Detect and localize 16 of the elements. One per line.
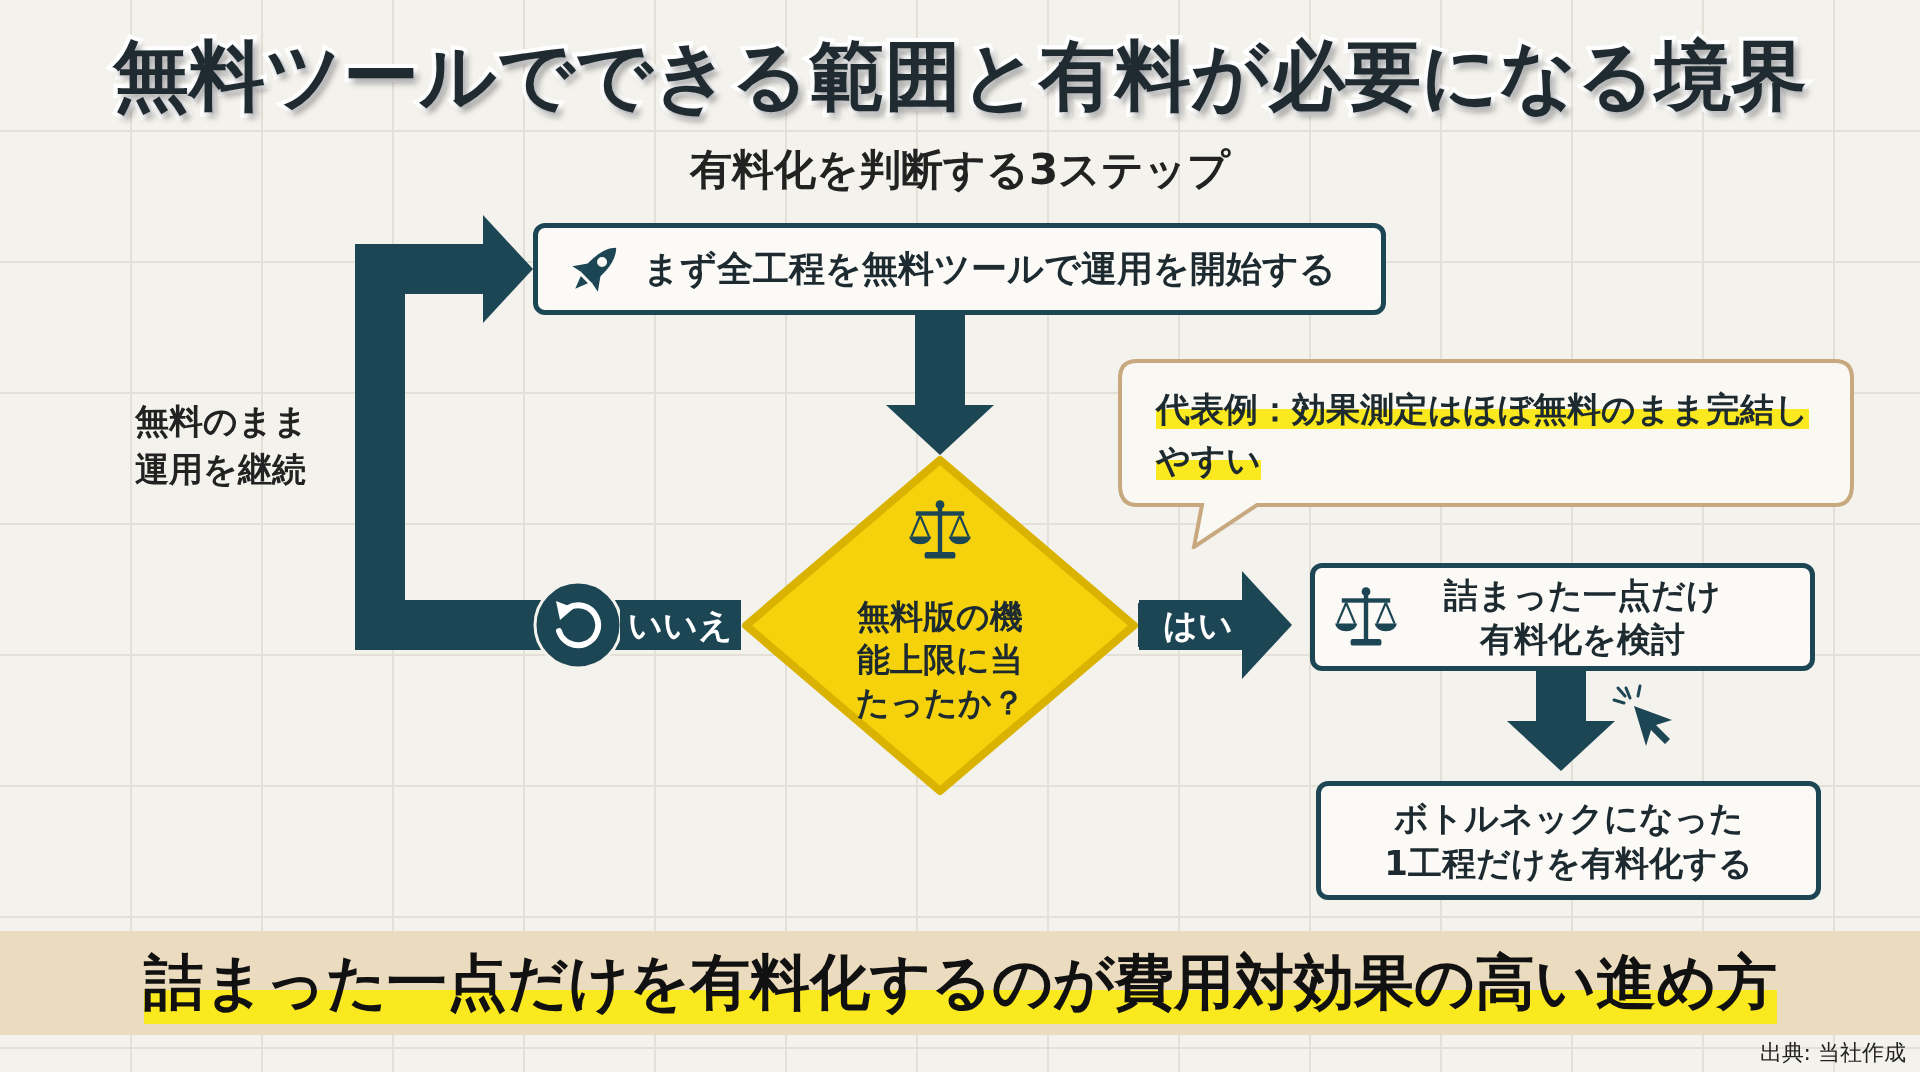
process-box bbox=[1316, 781, 1821, 900]
arrow bbox=[355, 215, 741, 650]
loop-note: 無料のまま運用を継続 bbox=[135, 400, 309, 491]
title: 無料ツールでできる範囲と有料が必要になる境界 bbox=[111, 30, 1808, 122]
box-text: まず全工程を無料ツールで運用を開始する bbox=[643, 246, 1336, 291]
arrow bbox=[1507, 671, 1615, 771]
process-box bbox=[1310, 563, 1815, 671]
process-box bbox=[533, 223, 1386, 315]
diamond-text: 無料版の機能上限に当たったか？ bbox=[854, 596, 1026, 724]
box-text: ボトルネックになった1工程だけを有料化する bbox=[1383, 797, 1754, 885]
arrow bbox=[1139, 571, 1292, 679]
decision-diamond bbox=[741, 455, 1139, 796]
source-note: 出典: 当社作成 bbox=[1759, 1039, 1906, 1067]
box-text: 詰まった一点だけ有料化を検討 bbox=[1443, 573, 1722, 661]
subtitle: 有料化を判断する3ステップ bbox=[688, 144, 1232, 196]
arrow bbox=[886, 315, 994, 455]
